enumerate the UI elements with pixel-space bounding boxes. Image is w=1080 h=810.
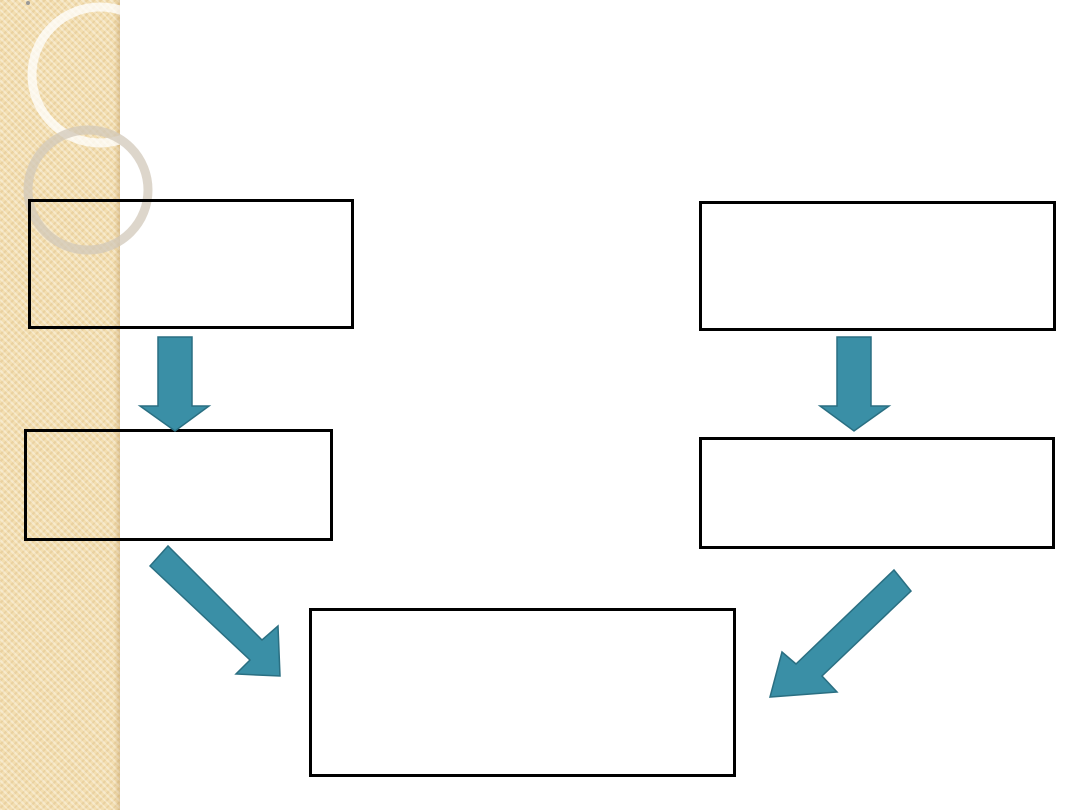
arrow-diagonal-right	[769, 568, 913, 698]
box-middle-left	[24, 429, 333, 541]
box-top-right	[699, 201, 1056, 331]
arrow-down-left	[137, 336, 212, 432]
arrow-down-right	[817, 336, 892, 432]
box-middle-right	[699, 437, 1055, 549]
box-top-left	[28, 199, 354, 329]
arrow-diagonal-left	[148, 544, 281, 677]
box-bottom-center	[309, 608, 736, 777]
